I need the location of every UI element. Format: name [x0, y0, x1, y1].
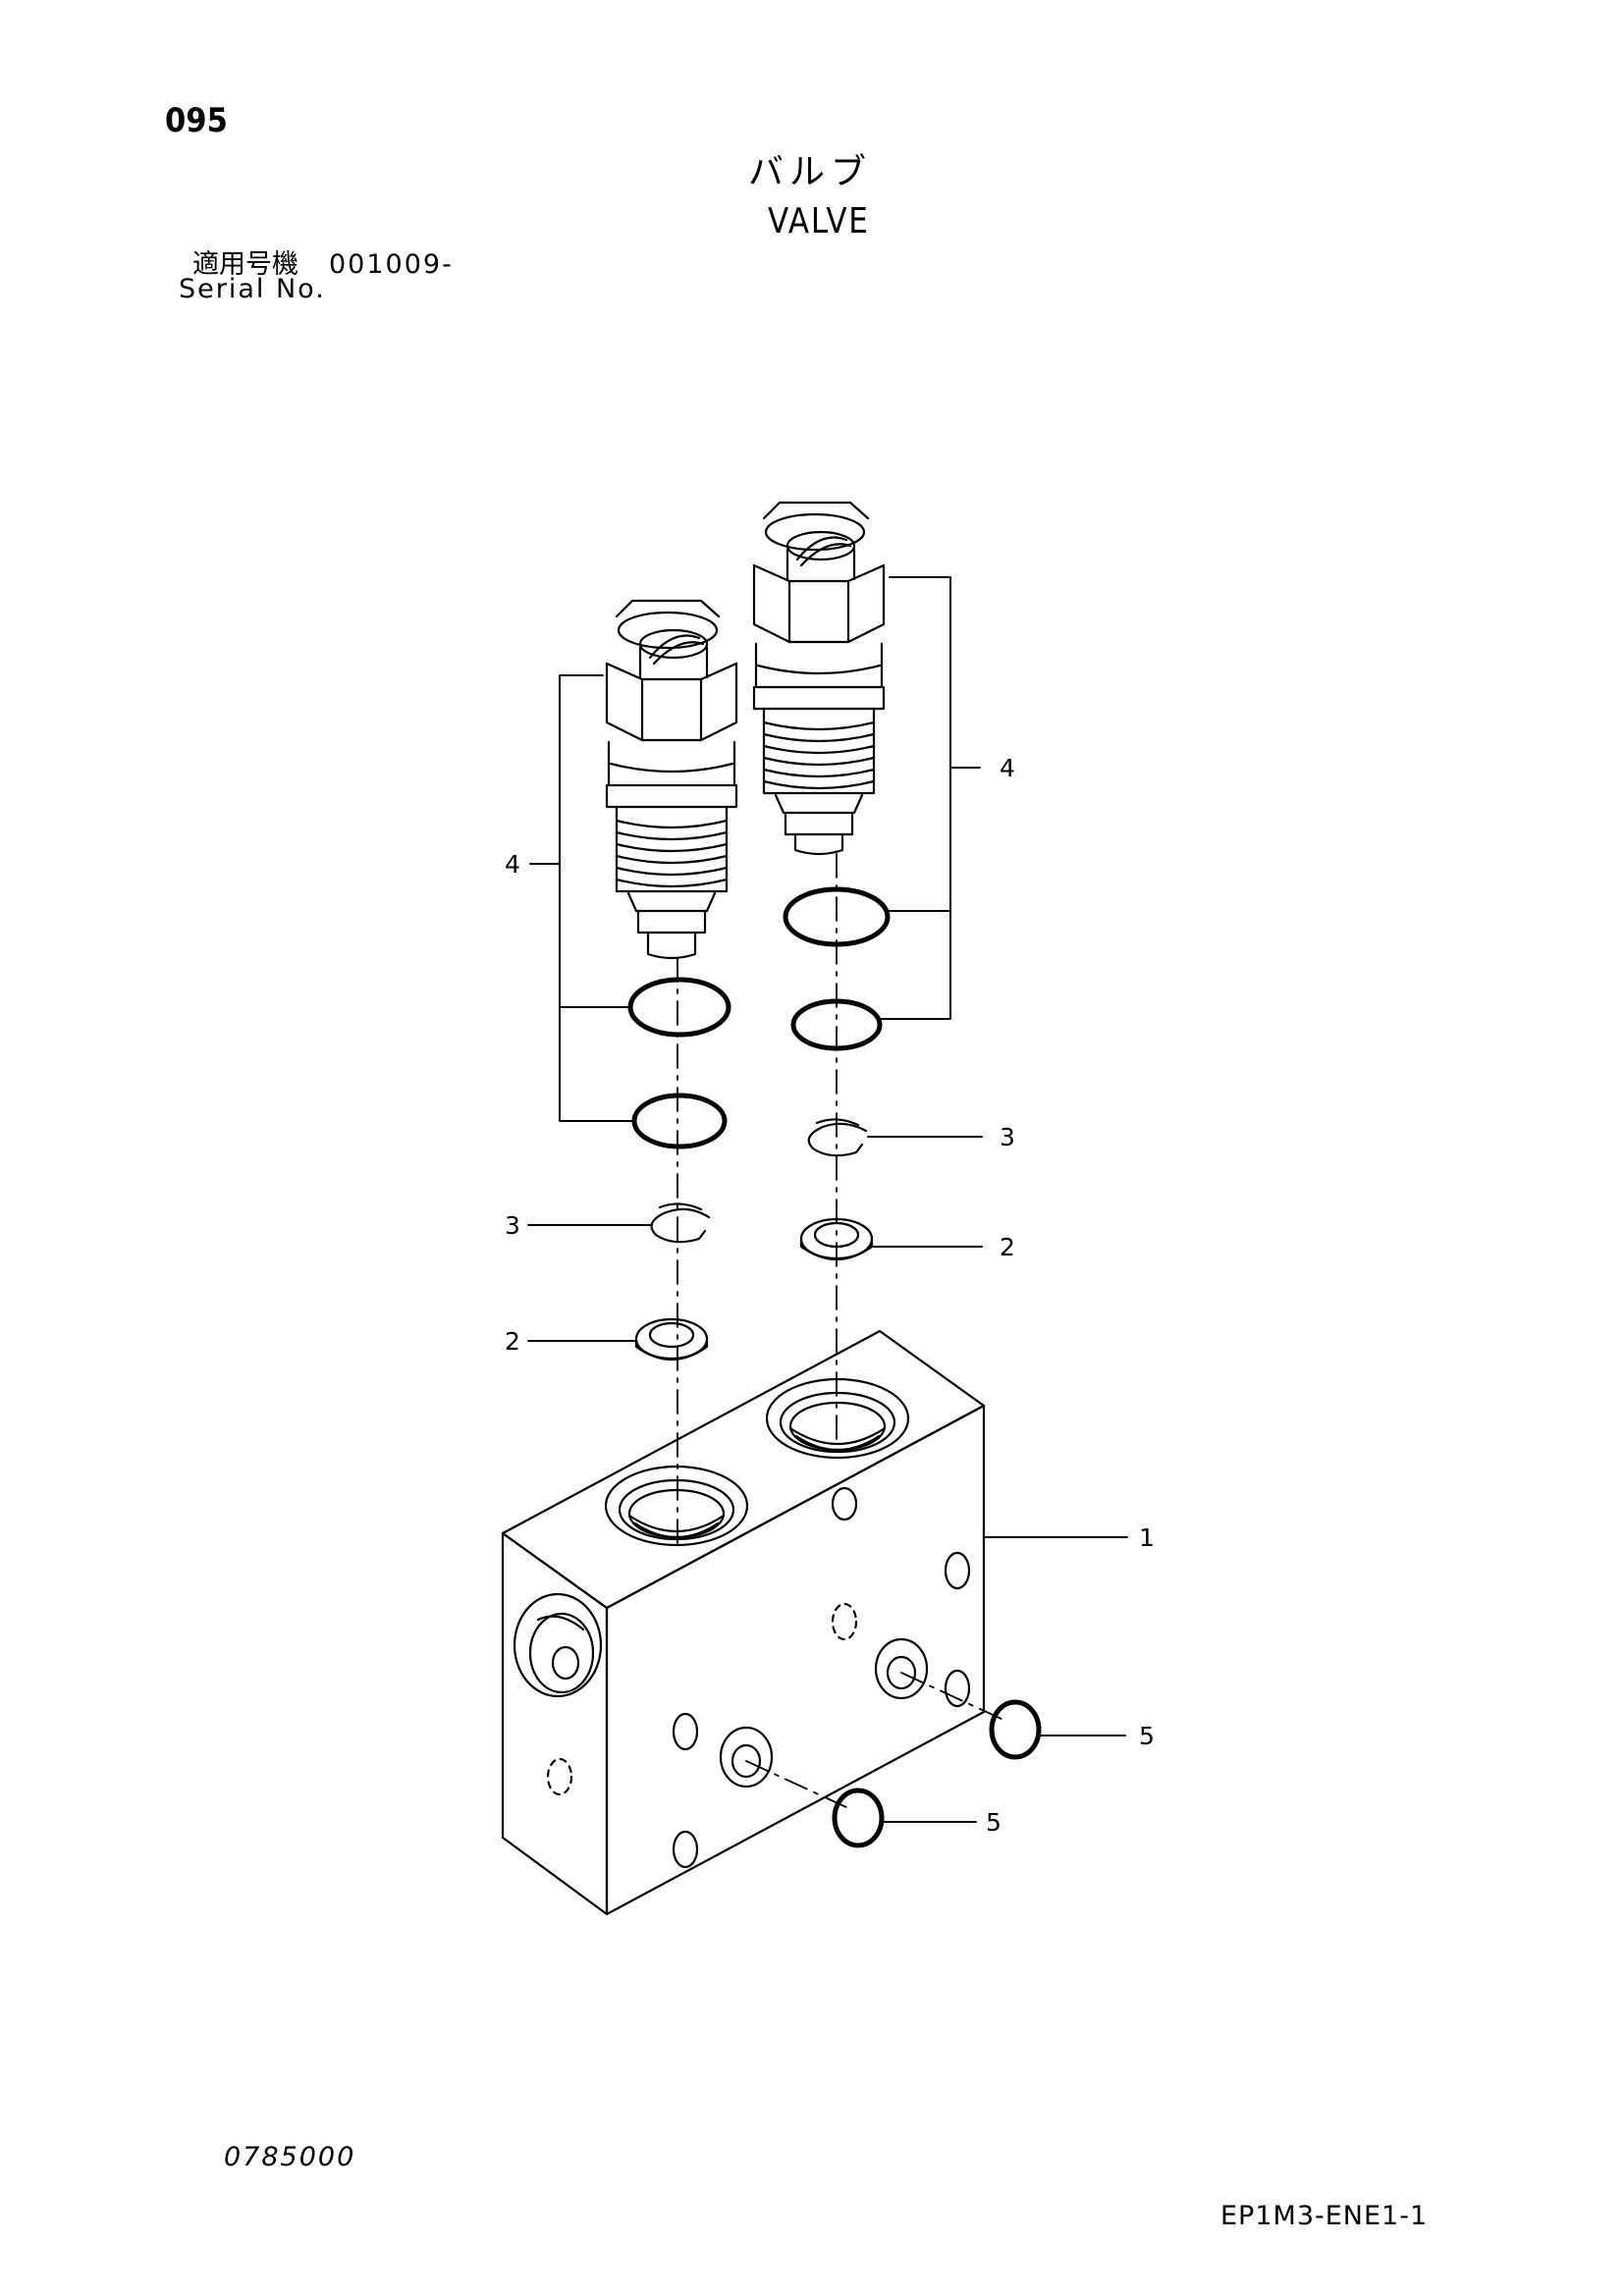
serial-label-japanese: 適用号機	[192, 249, 298, 280]
valve-body	[501, 1329, 986, 1916]
callout-label-2-right: 2	[1000, 1233, 1015, 1261]
page-number: 095	[165, 101, 228, 140]
callout-label-4-right: 4	[1000, 754, 1015, 782]
body-o-ring-right	[989, 1699, 1042, 1760]
callout-label-3-right: 3	[1000, 1123, 1015, 1151]
catalog-code: EP1M3-ENE1-1	[1220, 2201, 1429, 2231]
serial-value: 001009-	[329, 249, 454, 280]
body-o-ring-lower	[832, 1788, 885, 1848]
left-lower-o-ring	[631, 1093, 728, 1149]
callout-label-5-lower: 5	[986, 1808, 1001, 1837]
callout-label-4-left: 4	[505, 850, 520, 879]
callout-label-5-right: 5	[1139, 1722, 1155, 1750]
serial-label-english: Serial No.	[179, 274, 326, 304]
left-snap-ring	[650, 1202, 711, 1244]
left-upper-o-ring	[627, 977, 731, 1038]
assembly-center-lines	[677, 853, 1004, 1809]
right-valve-cartridge	[752, 501, 886, 856]
callout-leaders	[527, 576, 1128, 1823]
left-valve-cartridge	[605, 599, 738, 960]
callout-label-1: 1	[1139, 1523, 1155, 1552]
drawing-number: 0785000	[224, 2142, 356, 2172]
callout-label-2-left: 2	[505, 1327, 520, 1356]
title-english: VALVE	[768, 201, 870, 241]
callout-label-3-left: 3	[505, 1211, 520, 1240]
title-japanese: バルブ	[748, 152, 873, 192]
left-backup-ring	[634, 1317, 709, 1362]
